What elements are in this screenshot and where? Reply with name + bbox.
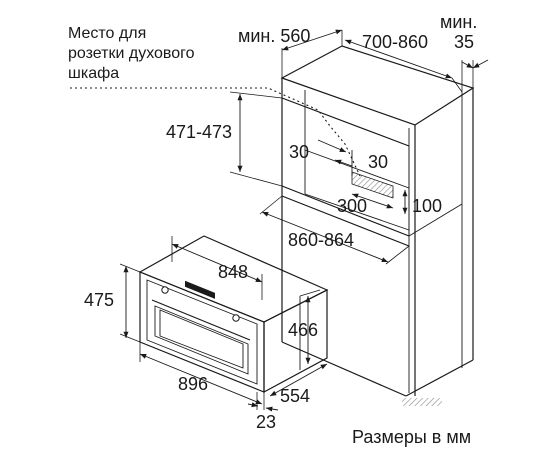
dim-front-thickness: 23 — [256, 412, 276, 432]
caption: Размеры в мм — [352, 427, 471, 447]
dim-oven-depth: 554 — [280, 386, 310, 406]
dim-min-right: мин. — [440, 12, 477, 32]
dimension-lines — [119, 29, 489, 412]
dim-niche-height: 471-473 — [166, 122, 232, 142]
note-line-1: Место для — [68, 25, 146, 42]
socket-area — [351, 171, 394, 199]
dim-offset-right: 30 — [368, 152, 388, 172]
oven — [138, 235, 329, 394]
dim-oven-height: 475 — [84, 290, 114, 310]
dim-socket-width: 300 — [337, 196, 367, 216]
dim-inner-height: 466 — [288, 320, 318, 340]
dim-depth: 700-860 — [362, 32, 428, 52]
floor-hatch — [402, 398, 442, 406]
note-line-3: шкафа — [68, 65, 119, 82]
dim-min-560: мин. 560 — [238, 26, 310, 46]
dim-inner-width: 848 — [218, 262, 248, 282]
dim-socket-offset: 100 — [412, 196, 442, 216]
socket-leader-line — [70, 87, 361, 177]
dim-gap-35: 35 — [454, 32, 474, 52]
cabinet — [280, 45, 475, 406]
note-line-2: розетки духового — [68, 45, 195, 62]
dim-niche-width: 860-864 — [288, 230, 354, 250]
dim-offset-left: 30 — [289, 142, 309, 162]
dim-oven-width: 896 — [178, 374, 208, 394]
